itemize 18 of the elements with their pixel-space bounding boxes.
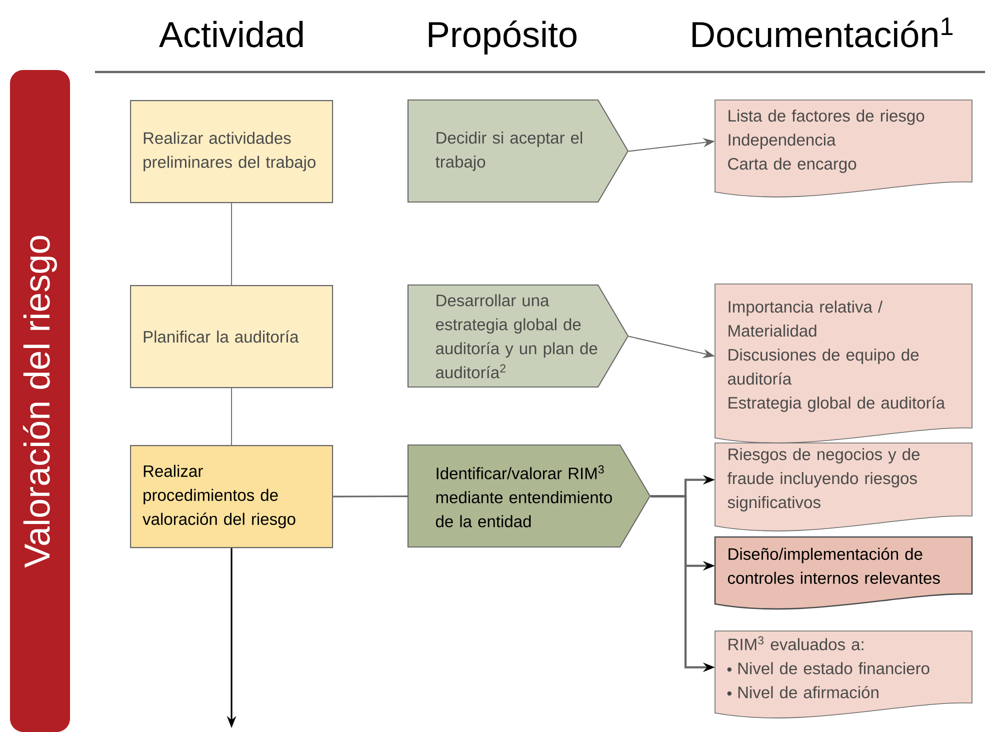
document-box: Lista de factores de riesgo Independencia Carta de encargo xyxy=(714,100,972,198)
activity-box: Realizar actividades preliminares del trabajo xyxy=(130,100,334,204)
purpose-arrow-box: Identificar/valorar RIM$^{3}$ mediante entendimiento de la entidad xyxy=(407,444,651,548)
document-box: RIM$^{3}$ evaluados a: Nivel de estado financiero Nivel de afirmación xyxy=(714,630,972,718)
column-heading: Documentación$^{1}$ xyxy=(692,18,953,48)
column-heading: Actividad xyxy=(159,20,303,48)
purpose-arrow-box: Desarrollar una estrategia global de auditoría y un plan de auditoría$^{2}$ xyxy=(407,284,629,388)
connector-line xyxy=(333,495,408,498)
connector-line xyxy=(231,202,232,286)
activity-box: Planificar la auditoría xyxy=(130,285,334,388)
activity-box: Realizar procedimientos de valoración del riesgo xyxy=(130,445,334,548)
document-box: Diseño/implementación de controles internos relevantes xyxy=(714,536,973,610)
section-band: Valoración del riesgo xyxy=(10,70,70,732)
purpose-arrow-box: Decidir si aceptar el trabajo xyxy=(407,99,629,203)
column-heading: Propósito xyxy=(428,20,577,54)
document-box: Importancia relativa / Materialidad Discusiones de equipo de auditoría Estrategia global de auditoría xyxy=(714,284,972,444)
connector-line xyxy=(231,388,232,446)
document-box: Riesgos de negocios y de fraude incluyendo riesgos significativos xyxy=(714,442,972,532)
